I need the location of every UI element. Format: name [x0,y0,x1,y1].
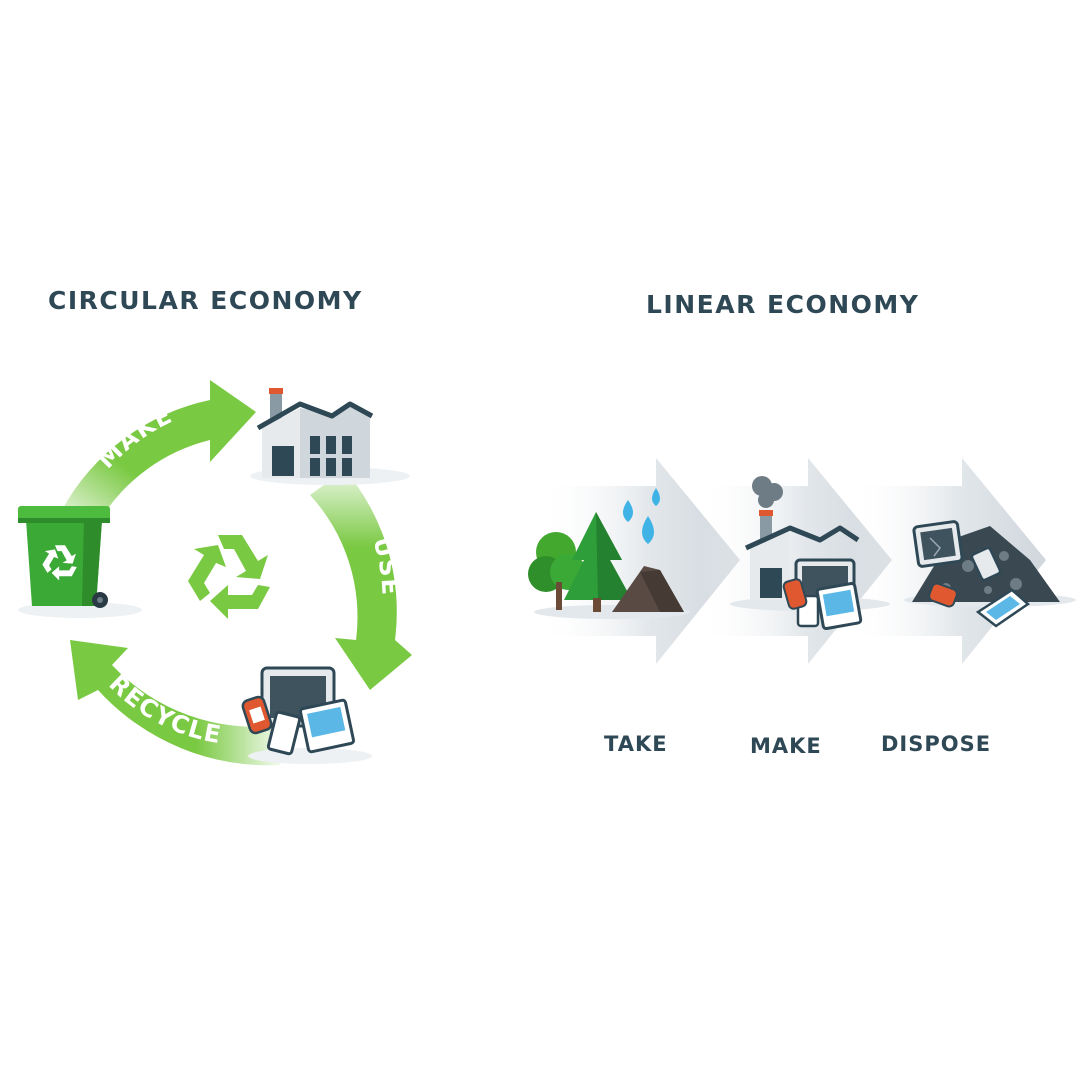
electronic-devices-icon [241,666,372,764]
circular-economy-title: CIRCULAR ECONOMY [48,286,363,315]
make-stage-label: MAKE [750,734,822,758]
natural-resources-icon [528,488,690,619]
factory-icon [250,388,410,485]
recycle-symbol-icon [188,535,270,619]
linear-flow [528,458,1076,664]
make-arrow: MAKE [62,380,256,520]
manufacturing-icon [730,476,890,631]
use-arrow: USE [310,470,412,690]
recycling-bin-icon [18,506,142,618]
circular-cycle: MAKE USE RECYCLE [18,380,412,766]
linear-economy-title: LINEAR ECONOMY [646,290,920,319]
waste-pile-icon [904,520,1076,628]
take-stage-label: TAKE [604,732,668,756]
dispose-stage-label: DISPOSE [881,732,992,756]
